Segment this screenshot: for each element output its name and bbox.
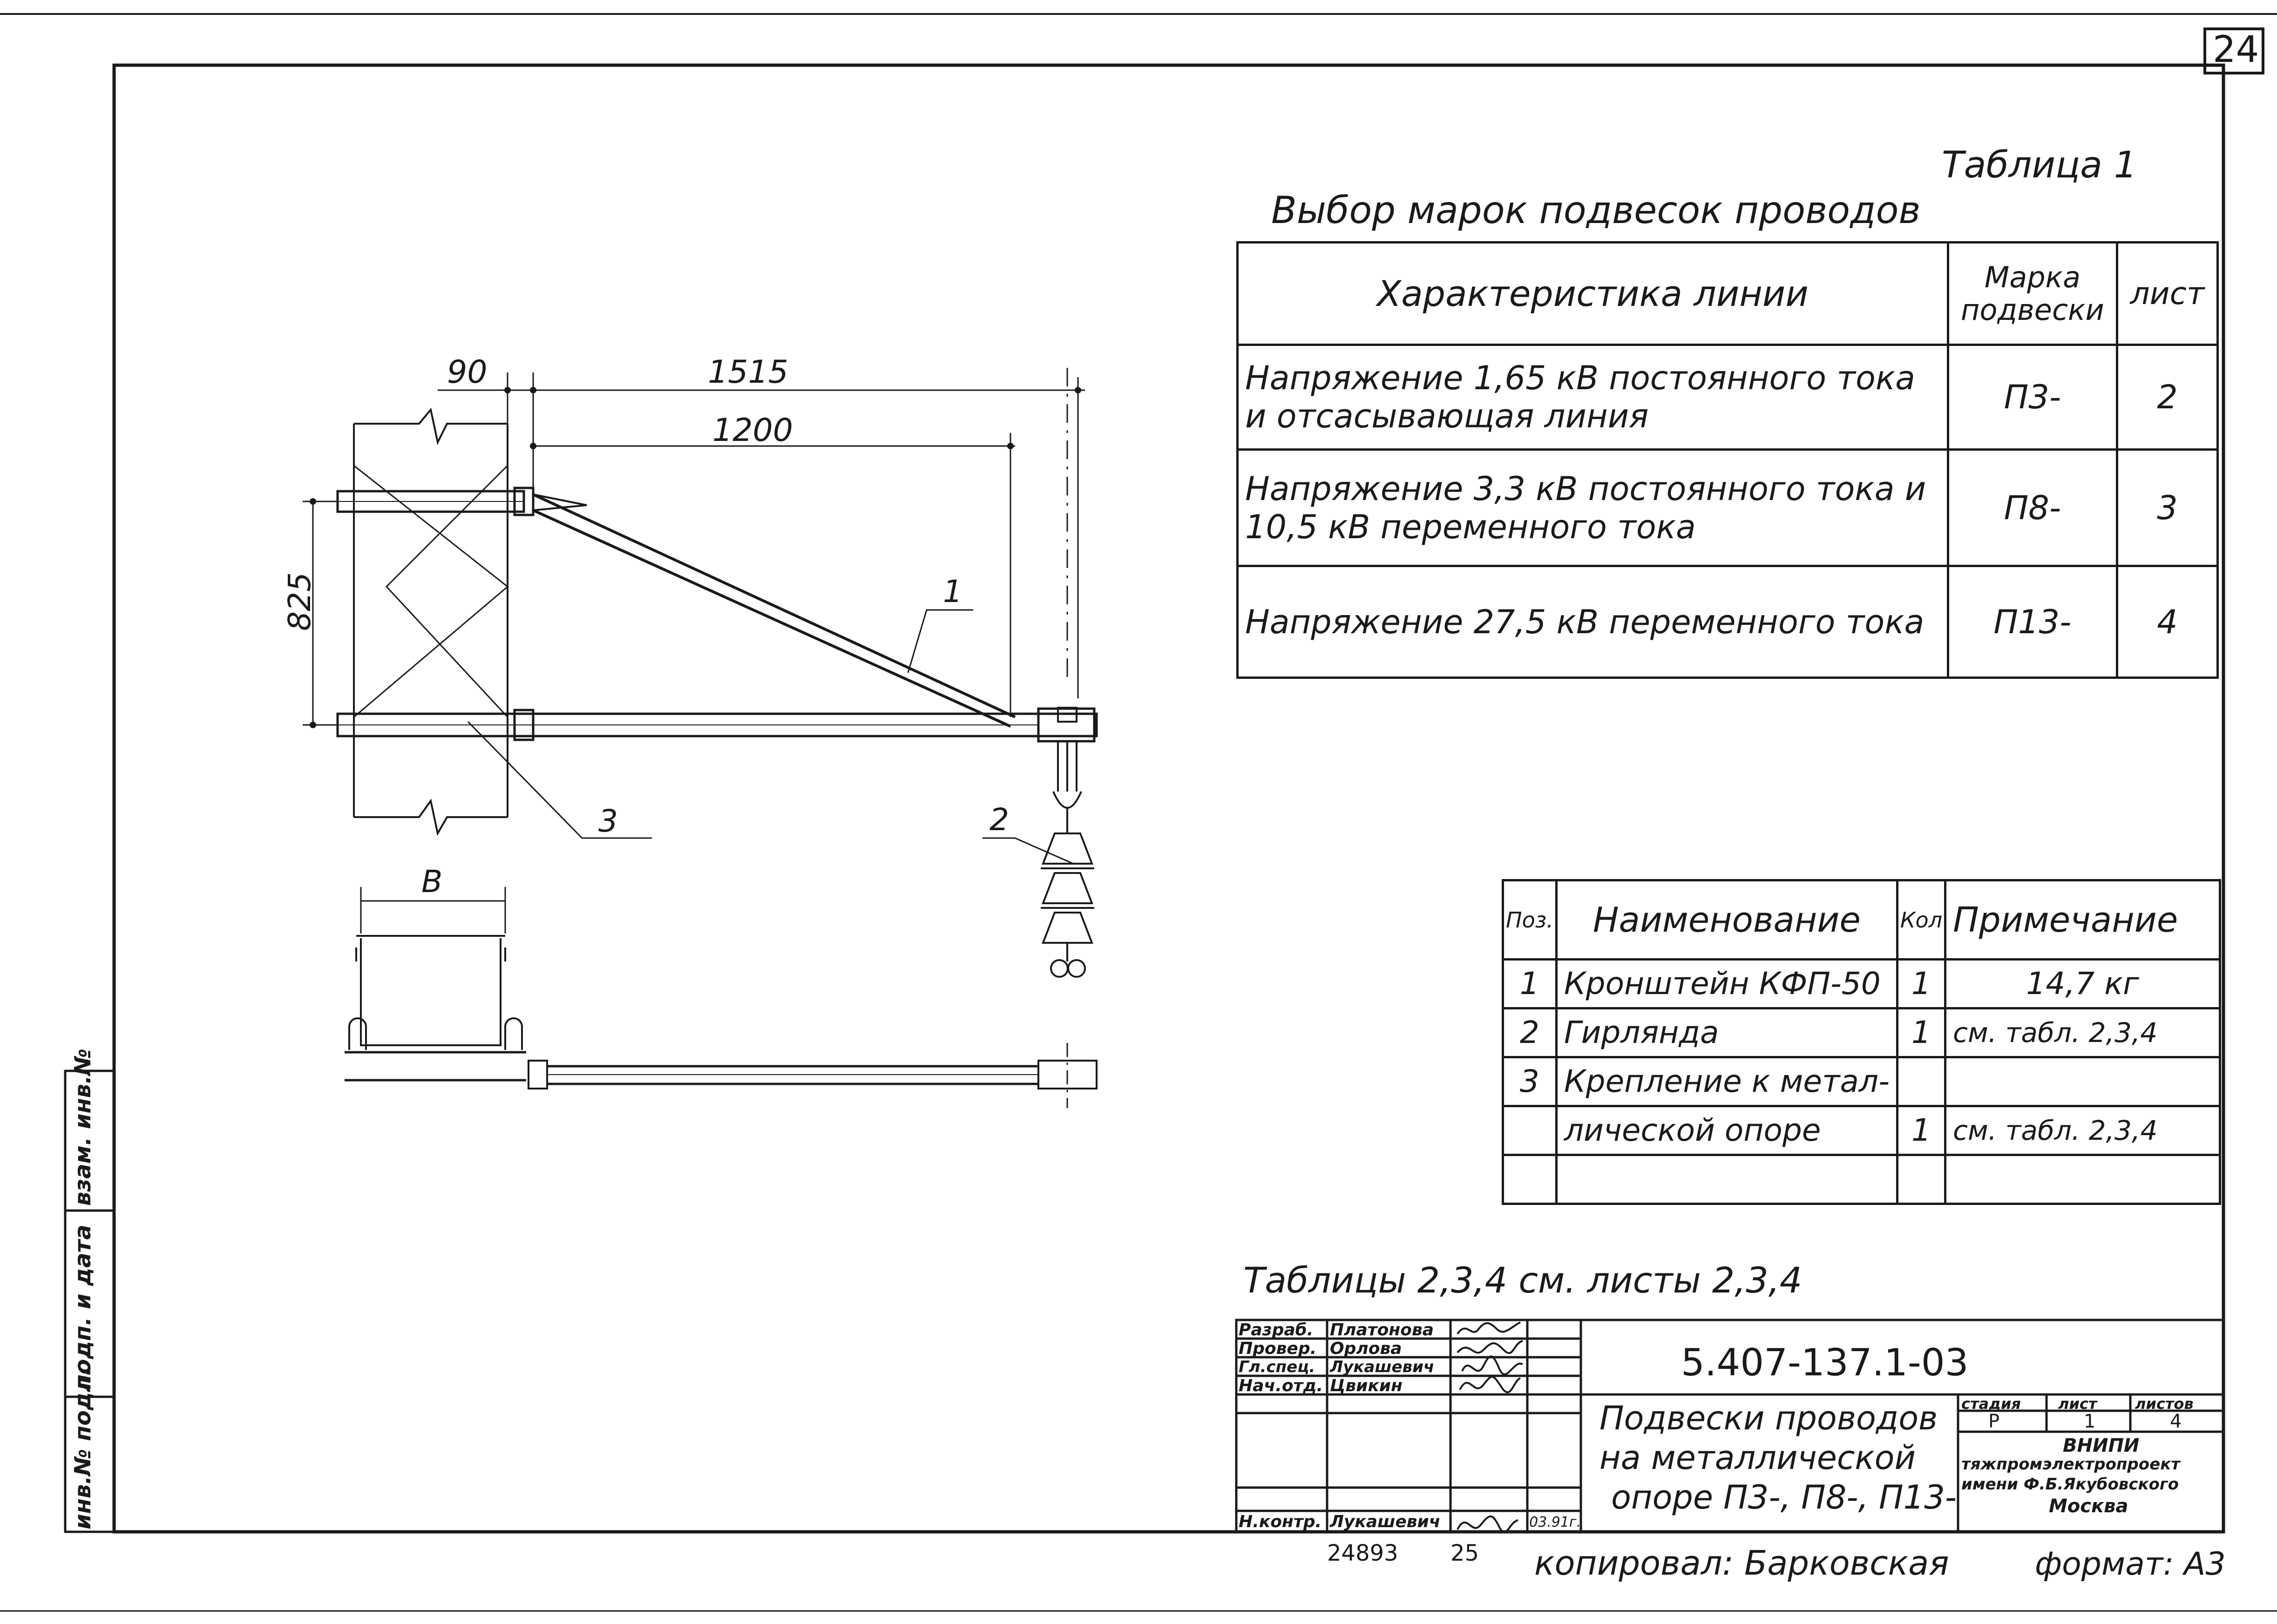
bracket-plan [345, 887, 1098, 1108]
table-header-row: Характеристика линии Марка подвески лист [1236, 241, 2219, 346]
cell-name: Кронштейн КФП-50 [1555, 958, 1898, 1009]
cell-note: см. табл. 2,3,4 [1944, 1105, 2221, 1156]
cell-pos [1502, 1154, 1558, 1205]
org-line-3: имени Ф.Б.Якубовского [1961, 1475, 2179, 1494]
dim-90: 90 [447, 354, 488, 391]
table-row: Напряжение 3,3 кВ постоянного тока и 10,… [1236, 448, 2219, 567]
header-pos: Поз. [1502, 879, 1558, 961]
title-line-2: на металлической [1599, 1439, 1916, 1477]
leader-label-1: 1 [943, 574, 962, 609]
row-characteristic: Напряжение 1,65 кВ постоянного тока и от… [1236, 344, 1949, 451]
cell-qty [1896, 1056, 1947, 1107]
table-row [1502, 1154, 2221, 1205]
table1-caption: Таблица 1 [1942, 144, 2137, 186]
dim-1515: 1515 [708, 354, 789, 391]
name-chief-specialist: Лукашевич [1330, 1358, 1435, 1376]
stamp-inventory-original: инв.№ подл. [70, 1367, 96, 1529]
table-row: 3 Крепление к метал- [1502, 1056, 2221, 1107]
document-code: 5.407-137.1-03 [1681, 1341, 1969, 1384]
sheets-value: 4 [2170, 1411, 2182, 1432]
cell-name: Крепление к метал- [1555, 1056, 1898, 1107]
stamp-signature-date: подп. и дата [70, 1225, 96, 1390]
table1-title: Выбор марок подвесок проводов [1271, 189, 1921, 232]
cell-name: Гирлянда [1555, 1007, 1898, 1058]
row-mark: П13- [1946, 565, 2118, 679]
cell-pos: 2 [1502, 1007, 1558, 1058]
cell-qty [1896, 1154, 1947, 1205]
header-note: Примечание [1944, 879, 2221, 961]
bracket-elevation [336, 368, 1098, 978]
leader-label-2: 2 [989, 802, 1009, 838]
table-row: 2 Гирлянда 1 см. табл. 2,3,4 [1502, 1007, 2221, 1058]
cell-qty: 1 [1896, 1105, 1947, 1156]
row-mark: П8- [1946, 448, 2118, 567]
cell-name [1555, 1154, 1898, 1205]
row-characteristic: Напряжение 3,3 кВ постоянного тока и 10,… [1236, 448, 1949, 567]
name-checked: Орлова [1330, 1339, 1402, 1358]
leader-label-3: 3 [598, 803, 618, 839]
org-line-4: Москва [2049, 1495, 2128, 1517]
specification-table: Поз. Наименование Кол Примечание 1 Кронш… [1502, 879, 2221, 1205]
sheet-label: лист [2058, 1395, 2097, 1413]
inventory-number: 24893 [1327, 1540, 1398, 1566]
table-row: лической опоре 1 см. табл. 2,3,4 [1502, 1105, 2221, 1156]
cell-qty: 1 [1896, 958, 1947, 1009]
dim-825: 825 [282, 572, 318, 631]
cell-note [1944, 1154, 2221, 1205]
sheets-label: листов [2135, 1395, 2194, 1413]
dim-b: В [421, 864, 443, 900]
header-qty: Кол [1896, 879, 1947, 961]
row-sheet: 3 [2115, 448, 2219, 567]
header-sheet: лист [2115, 241, 2219, 346]
title-line-3: опоре П3-, П8-, П13- [1611, 1478, 1957, 1516]
role-checked: Провер. [1239, 1339, 1317, 1358]
footer-number: 25 [1450, 1540, 1479, 1566]
header-mark: Марка подвески [1946, 241, 2118, 346]
cell-pos: 3 [1502, 1056, 1558, 1107]
tables-note: Таблицы 2,3,4 см. листы 2,3,4 [1243, 1259, 1803, 1301]
cell-note: см. табл. 2,3,4 [1944, 1007, 2221, 1058]
table-header-row: Поз. Наименование Кол Примечание [1502, 879, 2221, 961]
cell-note: 14,7 кг [1944, 958, 2221, 1009]
name-dept-head: Цвикин [1330, 1376, 1403, 1395]
sheet-format: формат: А3 [2035, 1546, 2226, 1583]
cell-pos: 1 [1502, 958, 1558, 1009]
row-sheet: 4 [2115, 565, 2219, 679]
cell-note [1944, 1056, 2221, 1107]
role-dept-head: Нач.отд. [1239, 1376, 1323, 1395]
row-characteristic: Напряжение 27,5 кВ переменного тока [1236, 565, 1949, 679]
cell-pos [1502, 1105, 1558, 1156]
stage-label: стадия [1961, 1395, 2021, 1413]
role-norm-control: Н.контр. [1239, 1512, 1322, 1531]
dim-1200: 1200 [712, 412, 793, 449]
stage-value: Р [1988, 1411, 2000, 1432]
header-characteristic: Характеристика линии [1236, 241, 1949, 346]
role-chief-specialist: Гл.спец. [1239, 1358, 1315, 1376]
table-row: Напряжение 1,65 кВ постоянного тока и от… [1236, 344, 2219, 451]
copied-by: копировал: Барковская [1534, 1543, 1949, 1583]
role-developed: Разраб. [1239, 1320, 1314, 1340]
name-developed: Платонова [1330, 1320, 1434, 1340]
name-norm-control: Лукашевич [1330, 1512, 1441, 1531]
row-sheet: 2 [2115, 344, 2219, 451]
marks-selection-table: Характеристика линии Марка подвески лист… [1236, 241, 2219, 679]
table-row: Напряжение 27,5 кВ переменного тока П13-… [1236, 565, 2219, 679]
cell-qty: 1 [1896, 1007, 1947, 1058]
stamp-replaces-inventory: взам. инв.№ [70, 1049, 96, 1206]
header-name: Наименование [1555, 879, 1898, 961]
org-line-1: ВНИПИ [2063, 1435, 2140, 1456]
sheet-number: 24 [2213, 29, 2259, 71]
org-line-2: тяжпромэлектропроект [1961, 1455, 2180, 1474]
row-mark: П3- [1946, 344, 2118, 451]
title-line-1: Подвески проводов [1599, 1399, 1938, 1437]
sheet-value: 1 [2084, 1411, 2096, 1432]
table-row: 1 Кронштейн КФП-50 1 14,7 кг [1502, 958, 2221, 1009]
signature-date: 03.91г. [1529, 1514, 1581, 1530]
cell-name: лической опоре [1555, 1105, 1898, 1156]
